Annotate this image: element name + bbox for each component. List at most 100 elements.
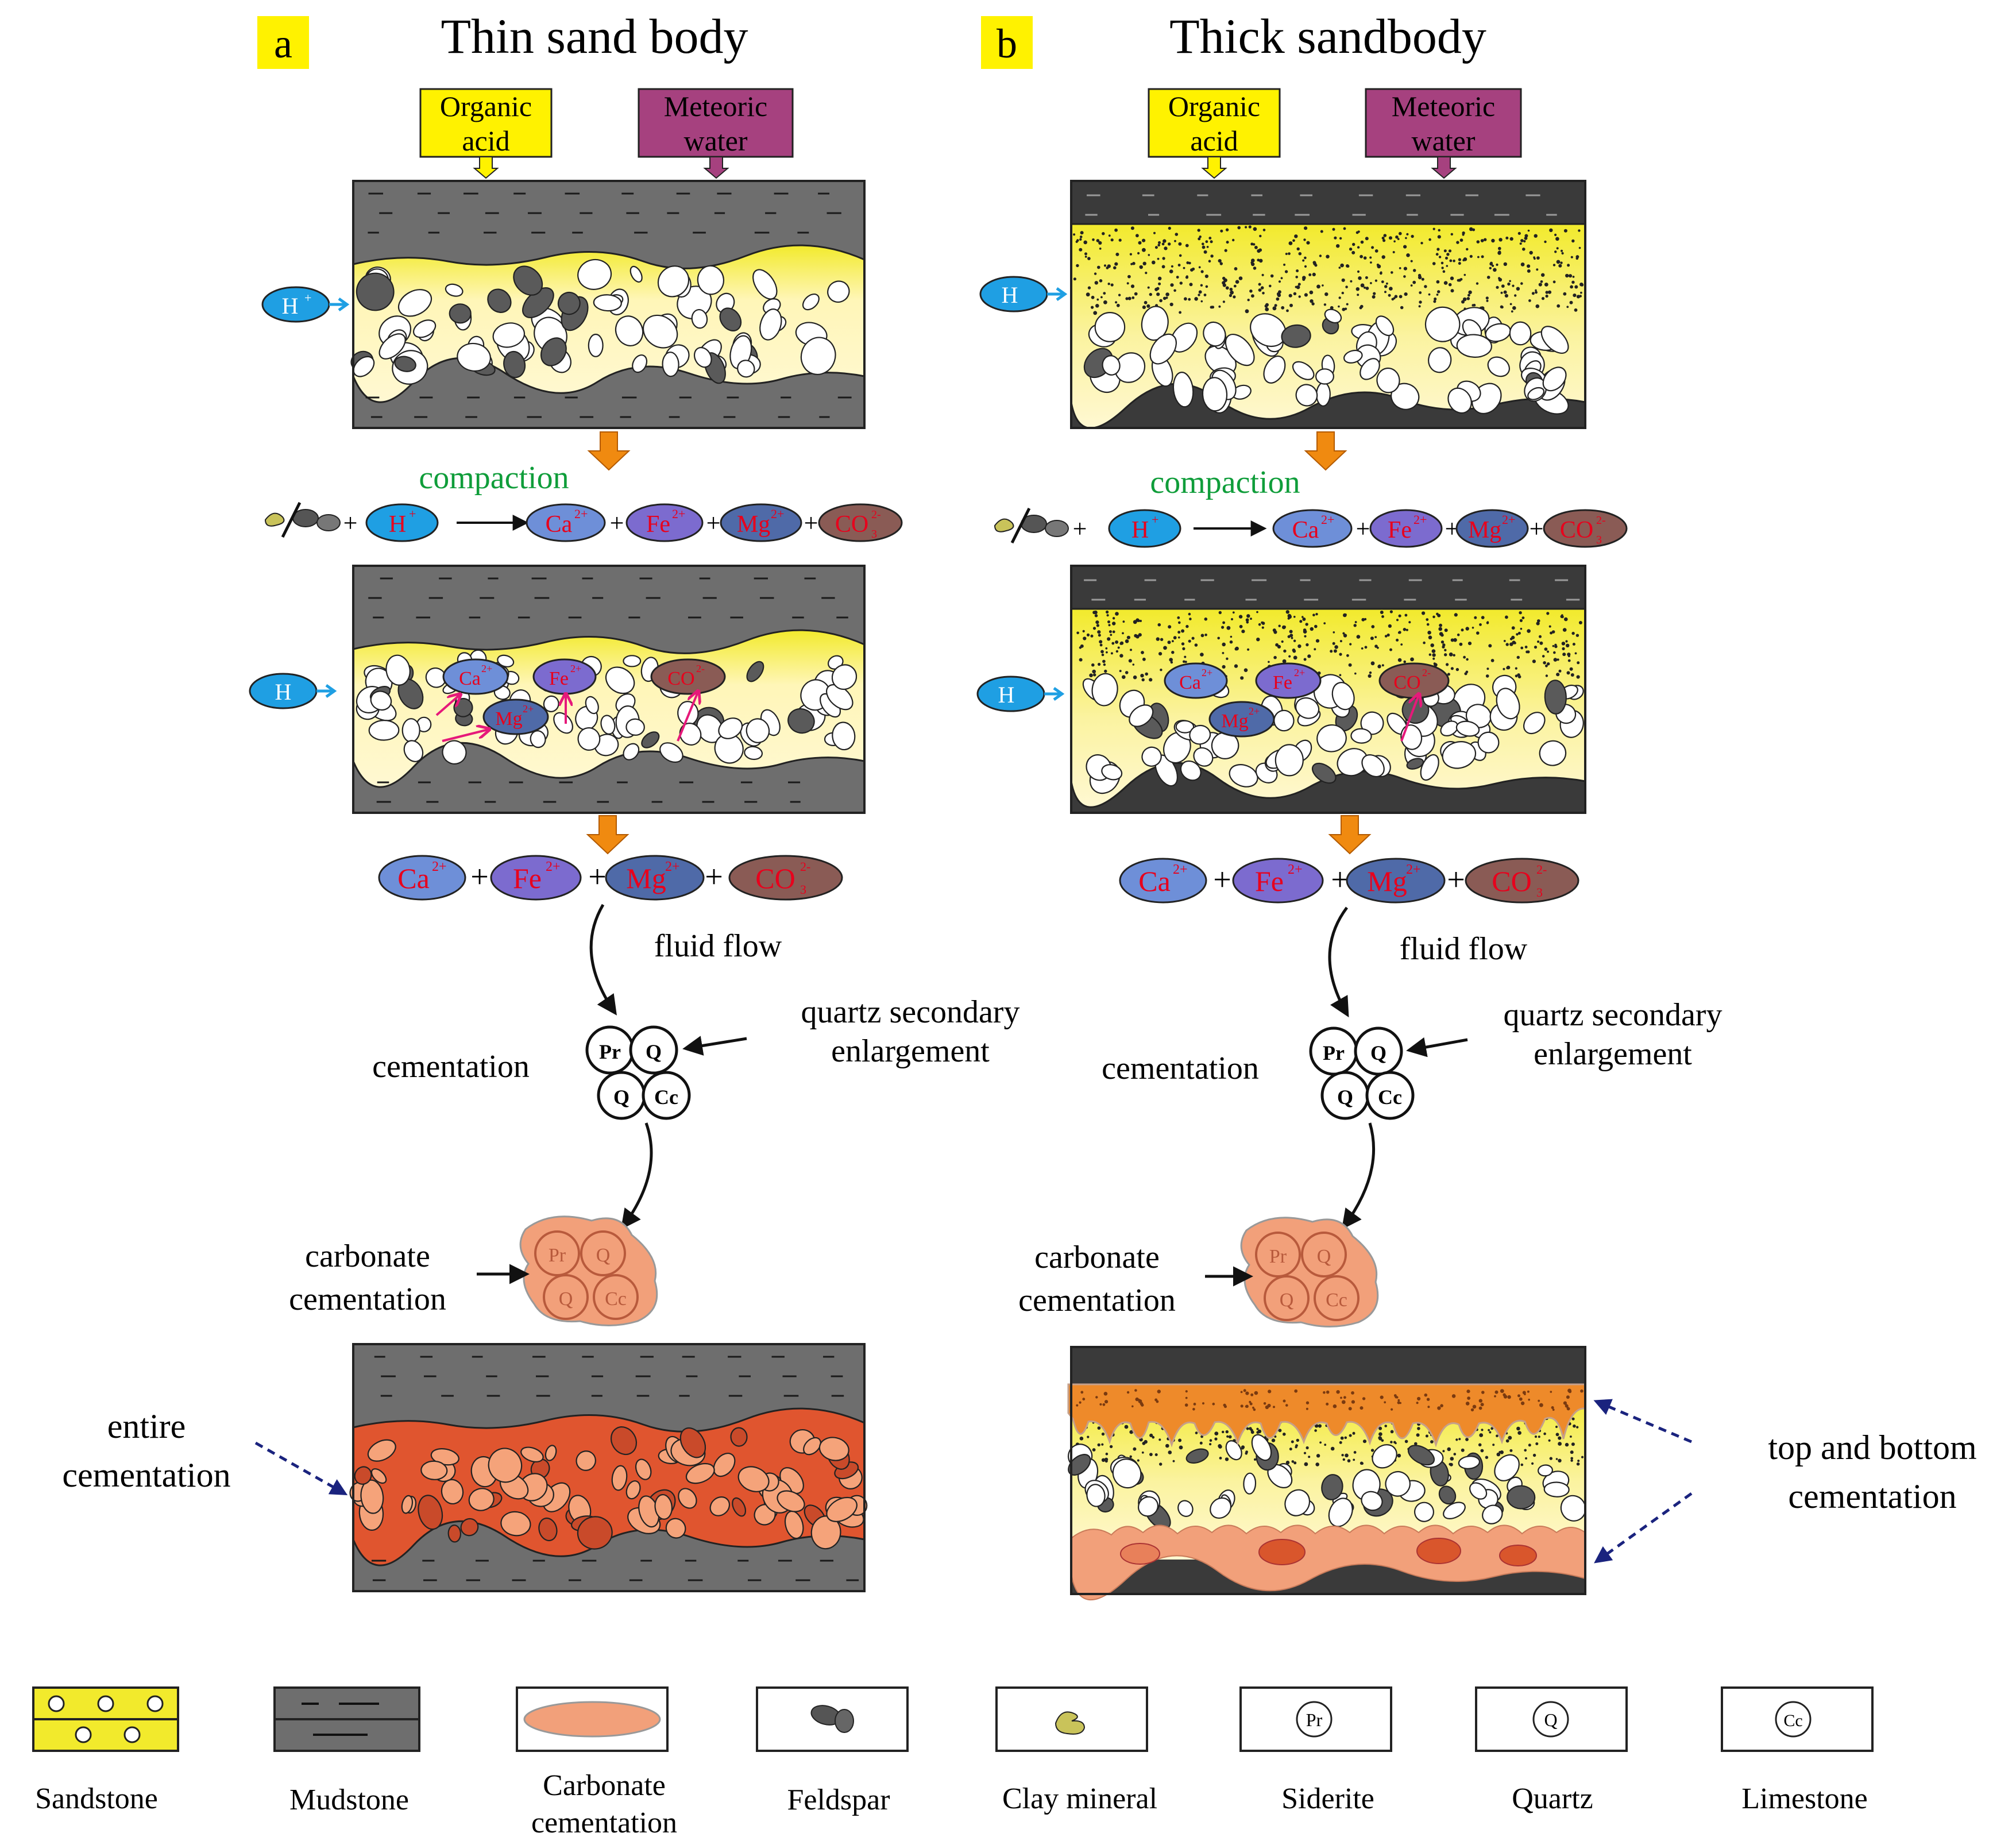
fine-sand-dot	[1102, 232, 1105, 236]
fine-sand-dot	[1108, 234, 1111, 237]
fine-sand-dot	[1545, 674, 1548, 677]
fine-sand-dot	[1209, 1443, 1212, 1446]
cluster-cc: Cc	[654, 1086, 678, 1109]
fine-sand-dot	[1449, 652, 1453, 657]
fine-sand-dot	[1387, 633, 1390, 637]
fine-sand-dot	[1481, 1391, 1485, 1394]
fine-sand-dot	[1285, 610, 1289, 614]
fine-sand-dot	[1160, 669, 1163, 671]
fine-sand-dot	[1520, 1463, 1524, 1466]
reaction-mg-ion	[720, 503, 802, 542]
thick-sandbody-block-cemented	[1067, 1346, 1586, 1601]
sediment-grain	[665, 1518, 686, 1539]
fine-sand-dot	[1449, 1462, 1451, 1466]
fine-sand-dot	[1183, 660, 1185, 663]
fine-sand-dot	[1426, 618, 1429, 621]
sediment-grain	[1284, 1489, 1311, 1516]
fine-sand-dot	[1521, 616, 1525, 619]
fine-sand-dot	[1348, 1407, 1352, 1411]
fine-sand-dot	[1093, 311, 1098, 315]
fine-sand-dot	[1189, 617, 1192, 620]
fine-sand-dot	[1171, 651, 1175, 654]
fine-sand-dot	[1276, 292, 1281, 296]
fine-sand-dot	[1439, 623, 1443, 627]
fine-sand-dot	[1472, 1404, 1477, 1409]
fine-sand-dot	[1341, 291, 1344, 295]
fine-sand-dot	[1257, 1429, 1262, 1434]
fine-sand-dot	[1405, 628, 1408, 631]
fine-sand-dot	[1203, 250, 1207, 254]
sediment-grain	[1175, 720, 1195, 734]
fine-sand-dot	[1506, 666, 1509, 670]
fine-sand-dot	[1372, 295, 1376, 299]
fine-sand-dot	[1163, 646, 1167, 650]
fine-sand-dot	[1339, 653, 1342, 656]
fine-sand-dot	[1282, 625, 1286, 630]
fine-sand-dot	[1517, 231, 1521, 235]
fine-sand-dot	[1079, 236, 1083, 238]
legend-quartz: Q Quartz	[1475, 1686, 1628, 1815]
fine-sand-dot	[1310, 299, 1314, 303]
fine-sand-dot	[1570, 285, 1574, 289]
fine-sand-dot	[1349, 248, 1353, 251]
fine-sand-dot	[1115, 612, 1119, 616]
fine-sand-dot	[1339, 237, 1342, 240]
fine-sand-dot	[1304, 265, 1307, 268]
fine-sand-dot	[1162, 257, 1165, 260]
fine-sand-dot	[1532, 659, 1536, 663]
fine-sand-dot	[1576, 1462, 1580, 1466]
fine-sand-dot	[1509, 638, 1513, 640]
fine-sand-dot	[1567, 659, 1571, 662]
fine-sand-dot	[1108, 624, 1111, 627]
fine-sand-dot	[1132, 663, 1135, 666]
fine-sand-dot	[1115, 640, 1119, 644]
fine-sand-dot	[1430, 643, 1434, 647]
fine-sand-dot	[1073, 233, 1076, 236]
cluster-q2-b: Q	[1337, 1086, 1353, 1109]
cluster-q2: Q	[613, 1086, 629, 1109]
fine-sand-dot	[1302, 277, 1306, 281]
fine-sand-dot	[1503, 262, 1507, 266]
fine-sand-dot	[1464, 672, 1467, 676]
sediment-grain	[1129, 704, 1154, 727]
fine-sand-dot	[1304, 1462, 1308, 1466]
fine-sand-dot	[1154, 1398, 1158, 1402]
fine-sand-dot	[1165, 292, 1169, 296]
fine-sand-dot	[1417, 1427, 1420, 1430]
fine-sand-dot	[1362, 1397, 1366, 1400]
sediment-grain	[759, 308, 782, 341]
fine-sand-dot	[1342, 307, 1346, 311]
fine-sand-dot	[1245, 1391, 1249, 1395]
fine-sand-dot	[1156, 287, 1160, 290]
fine-sand-dot	[1262, 292, 1265, 295]
fine-sand-dot	[1224, 1405, 1227, 1408]
fine-sand-dot	[1222, 652, 1225, 654]
fine-sand-dot	[1490, 1427, 1494, 1430]
fine-sand-dot	[1576, 295, 1581, 299]
fine-sand-dot	[1130, 649, 1132, 651]
fine-sand-dot	[1369, 256, 1372, 259]
fine-sand-dot	[1138, 241, 1142, 245]
fine-sand-dot	[1570, 1457, 1573, 1460]
fine-sand-dot	[1304, 226, 1308, 230]
fine-sand-dot	[1228, 1435, 1232, 1439]
fine-sand-dot	[1343, 227, 1346, 230]
fine-sand-dot	[1114, 228, 1118, 232]
fine-sand-dot	[1388, 294, 1391, 297]
organic-acid-arrow	[473, 156, 499, 179]
block-mg-charge-b: 2+	[1249, 705, 1260, 717]
svg-text:+: +	[1447, 862, 1465, 898]
fine-sand-dot	[1572, 643, 1575, 646]
fine-sand-dot	[1370, 636, 1374, 640]
fine-sand-dot	[1233, 284, 1237, 288]
sediment-grain	[625, 1480, 641, 1500]
fine-sand-dot	[1365, 276, 1368, 279]
fine-sand-dot	[1558, 669, 1562, 673]
fine-sand-dot	[1126, 1391, 1130, 1394]
fine-sand-dot	[1099, 640, 1103, 644]
fine-sand-dot	[1291, 1440, 1294, 1444]
fine-sand-dot	[1496, 285, 1499, 289]
fine-sand-dot	[1365, 287, 1369, 290]
fine-sand-dot	[1181, 642, 1185, 646]
fine-sand-dot	[1246, 621, 1249, 624]
